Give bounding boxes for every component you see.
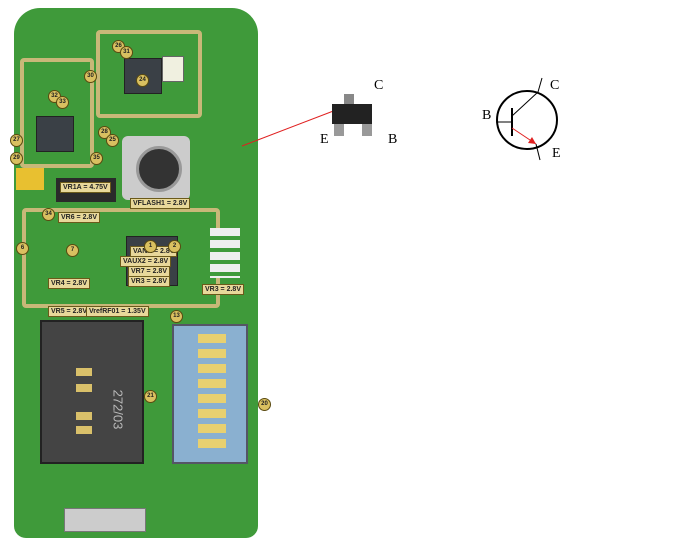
label-vrefrf01: VrefRF01 = 1.35V (86, 306, 149, 317)
callout: 27 (10, 134, 23, 147)
callout: 30 (84, 70, 97, 83)
callout: 1 (144, 240, 157, 253)
label-vr1a: VR1A = 4.75V (60, 182, 111, 193)
label-vr4: VR4 = 2.8V (48, 278, 90, 289)
callout: 21 (144, 390, 157, 403)
npn-transistor-symbol (496, 77, 558, 161)
callout: 33 (56, 96, 69, 109)
rf-shield-top (96, 30, 202, 118)
symbol-label-c: C (550, 78, 560, 93)
callout: 31 (120, 46, 133, 59)
joystick (122, 136, 190, 200)
callout: 29 (10, 152, 23, 165)
pa-chip (36, 116, 74, 152)
photo-label-b: B (388, 132, 398, 147)
symbol-label-b: B (482, 108, 492, 123)
system-connector (64, 508, 146, 532)
callout: 13 (170, 310, 183, 323)
transistor-photo (330, 94, 380, 140)
callout: 7 (66, 244, 79, 257)
pcb-board: 272/03 VR1A = 4.75V VFLASH1 = 2.8V VR6 =… (10, 8, 271, 538)
callout: 20 (258, 398, 271, 411)
symbol-label-e: E (552, 146, 561, 161)
callout: 6 (16, 242, 29, 255)
battery-contacts (172, 324, 248, 464)
rf-shield-left (20, 58, 94, 168)
label-vr3: VR3 = 2.8V (128, 276, 170, 287)
callout: 24 (136, 74, 149, 87)
label-vflash1: VFLASH1 = 2.8V (130, 198, 191, 209)
callout: 2 (168, 240, 181, 253)
test-pads (210, 228, 240, 278)
photo-label-c: C (374, 78, 384, 93)
callout: 34 (42, 208, 55, 221)
photo-label-e: E (320, 132, 329, 147)
label-vr3-right: VR3 = 2.8V (202, 284, 244, 295)
callout: 35 (90, 152, 103, 165)
sim-holder: 272/03 (40, 320, 144, 464)
callout: 25 (106, 134, 119, 147)
tantalum-cap (16, 168, 44, 190)
crystal (162, 56, 184, 82)
label-vr6: VR6 = 2.8V (58, 212, 100, 223)
